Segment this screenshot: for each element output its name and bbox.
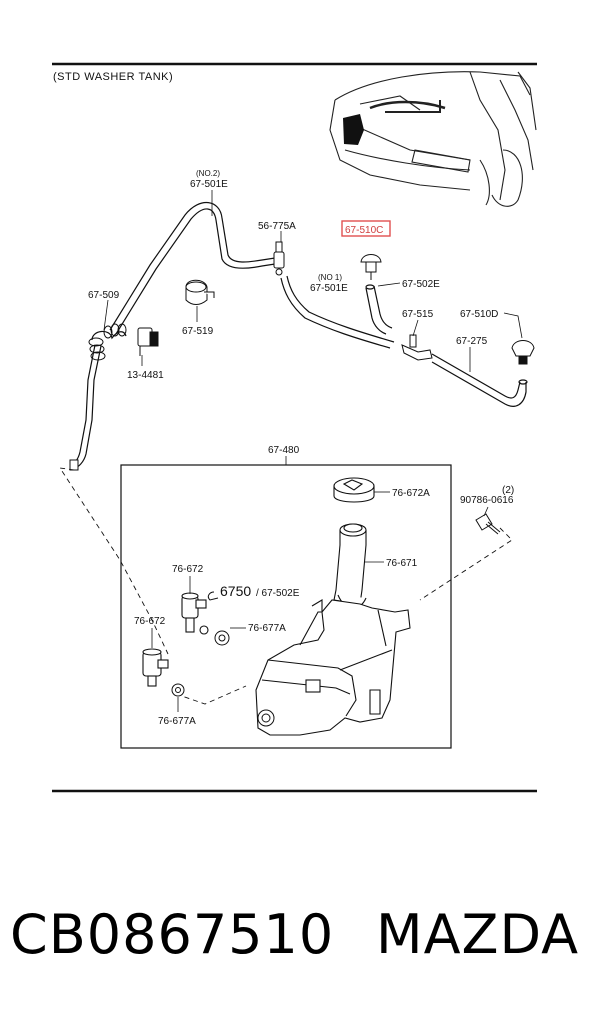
label-pump-lower: 76-672 — [134, 616, 166, 627]
pump-upper-76-672 — [181, 592, 209, 635]
joint-56-775a — [273, 241, 285, 276]
leader — [503, 312, 523, 339]
pump-lower-76-672 — [142, 648, 169, 687]
clip-67-519 — [185, 279, 215, 305]
leader — [412, 319, 419, 337]
label-grommet: 13-4481 — [127, 370, 164, 381]
label-ref-big: 6750 — [220, 583, 251, 599]
bolt-90786-0616 — [475, 513, 501, 535]
label-hose-main: 67-509 — [88, 290, 120, 301]
label-bolt: 90786-0616 — [460, 495, 514, 506]
label-hose-no1: 67-501E — [310, 283, 348, 294]
part-number: CB0867510 — [10, 903, 335, 966]
label-hose-no2-qty: (NO.2) — [196, 169, 220, 178]
washer-tank-location-marker — [343, 114, 364, 145]
brand-name: MAZDA — [376, 903, 580, 966]
hose-rear-67-275 — [431, 353, 528, 407]
label-bolt-qty: (2) — [502, 485, 514, 496]
hose-no1 — [280, 275, 395, 349]
nozzle-67-510d — [511, 340, 535, 365]
pump-outlet — [257, 709, 275, 727]
hose-short-67-502e — [365, 284, 393, 335]
corrugated-section — [88, 323, 127, 361]
label-clip: 67-519 — [182, 326, 214, 337]
hose-end-cap — [69, 459, 79, 471]
label-hose-rear: 67-275 — [456, 336, 488, 347]
label-seal-lower: 76-677A — [158, 716, 196, 727]
label-pump-upper: 76-672 — [172, 564, 204, 575]
label-nozzle-d: 67-510D — [460, 309, 498, 320]
diagram-header: (STD WASHER TANK) — [53, 71, 173, 83]
washer-tank-parts-diagram: (STD WASHER TANK) (NO.2) 67-501E 56-775A… — [52, 62, 537, 793]
label-seal-upper: 76-677A — [248, 623, 286, 634]
leader — [483, 506, 489, 517]
leader — [103, 299, 109, 331]
label-ref-slash: / 67-502E — [256, 588, 300, 599]
cap-76-672a — [333, 477, 375, 503]
label-nozzle-highlighted: 67-510C — [345, 225, 383, 236]
tee-67-515 — [401, 334, 433, 361]
washer-tank-body — [255, 599, 411, 736]
filler-neck-76-671 — [333, 523, 367, 609]
ref-arrow-icon — [207, 591, 219, 601]
label-hose-no2: 67-501E — [190, 179, 228, 190]
grommet-13-4481 — [137, 327, 159, 356]
label-cap: 76-672A — [392, 488, 430, 499]
label-tank: 67-480 — [268, 445, 300, 456]
label-hose-short: 67-502E — [402, 279, 440, 290]
leader — [377, 282, 401, 287]
label-hose-no1-qty: (NO 1) — [318, 273, 342, 282]
car-location-inset — [329, 71, 537, 207]
footer: CB0867510 MAZDA — [0, 900, 600, 970]
nozzle-67-510c — [360, 254, 382, 280]
seal-upper-76-677a — [214, 630, 230, 646]
label-joint: 56-775A — [258, 221, 296, 232]
label-tee: 67-515 — [402, 309, 434, 320]
label-filler: 76-671 — [386, 558, 418, 569]
highlight-box — [341, 220, 391, 237]
hose-no2 — [109, 202, 276, 335]
seal-lower-76-677a — [171, 683, 185, 697]
